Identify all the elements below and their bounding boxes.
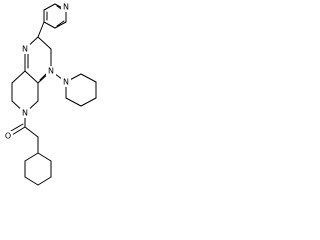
cyclohexyl-link-bond (24, 126, 39, 138)
piperidine-nitrogen-label: N (63, 78, 69, 87)
bond (24, 152, 39, 162)
bond (37, 176, 52, 186)
bond (24, 70, 39, 84)
label-bg (20, 44, 30, 54)
molecule-canvas: N N N N N O (0, 0, 111, 189)
bond (37, 152, 52, 162)
pyrimidine-nitrogen-top-label: N (22, 45, 28, 54)
pyrimidine-nitrogen-bottom-label: N (48, 67, 54, 76)
label-bg (61, 77, 71, 87)
pyrimidine-ring (24, 36, 52, 84)
bond (54, 21, 67, 29)
biaryl-bond (37, 21, 45, 38)
label-bg (46, 66, 56, 76)
bond (43, 21, 56, 29)
label-bg (3, 131, 13, 141)
bond (80, 73, 97, 83)
label-bg (20, 108, 30, 118)
bond (37, 36, 52, 50)
bond (43, 3, 56, 11)
bond (24, 176, 39, 186)
label-bg (61, 2, 71, 12)
bond (11, 70, 26, 84)
carbonyl-double-bond (10, 123, 24, 132)
carbonyl-bond (11, 126, 26, 136)
cyclohexane-ring (24, 136, 52, 186)
carbonyl-oxygen-label: O (5, 132, 11, 141)
ring-nitrogen-label: N (22, 109, 28, 118)
tetrahydro-ring (11, 70, 39, 114)
bond (65, 97, 82, 107)
structure-diagram: N N N N N O (3, 2, 97, 186)
double-bond-inner (56, 20, 65, 27)
bond (80, 97, 97, 107)
pyridine-nitrogen-label: N (63, 3, 69, 12)
